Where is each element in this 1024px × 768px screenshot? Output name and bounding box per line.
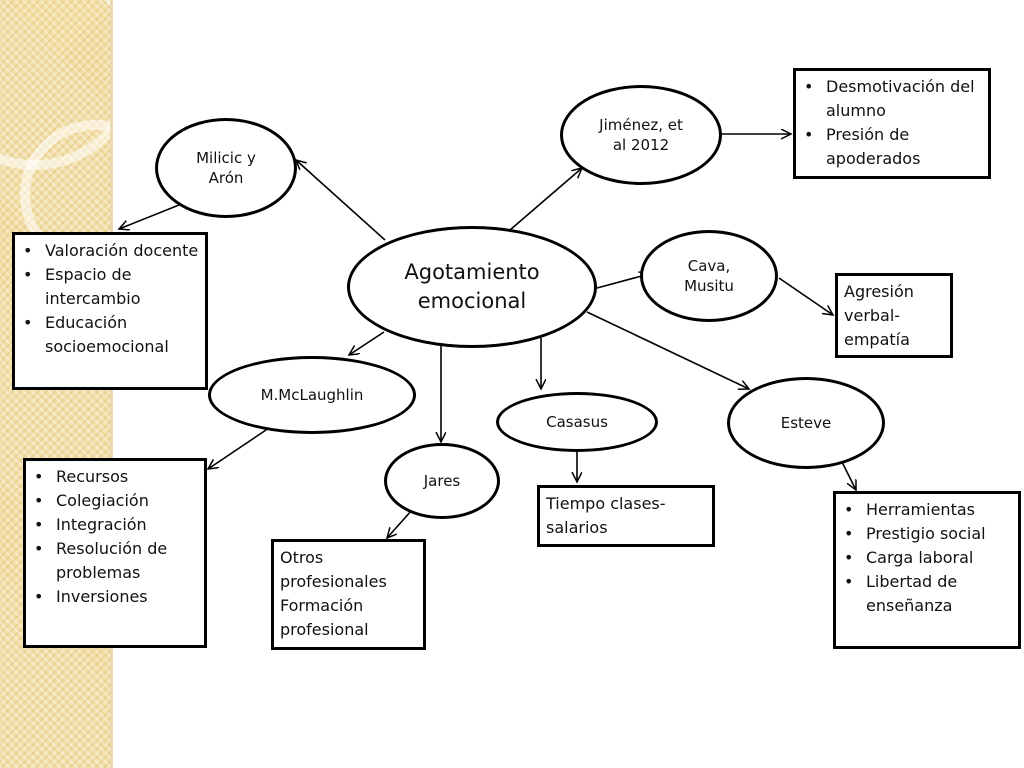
node-milicic: Milicic y Arón bbox=[155, 118, 297, 218]
arrow-esteve-to-box bbox=[840, 459, 856, 490]
arrow-center-to-mclaughlin bbox=[349, 331, 385, 355]
node-cava: Cava, Musitu bbox=[640, 230, 778, 322]
list-item: Valoración docente bbox=[21, 239, 199, 263]
box-jimenez: Desmotivación del alumno Presión de apod… bbox=[793, 68, 991, 179]
box-text: Otros profesionales Formación profesiona… bbox=[280, 548, 387, 639]
box-cava: Agresión verbal- empatía bbox=[835, 273, 953, 358]
node-mclaughlin: M.McLaughlin bbox=[208, 356, 416, 434]
list-item: Presión de apoderados bbox=[802, 123, 982, 171]
list-item: Espacio de intercambio bbox=[21, 263, 199, 311]
box-casasus: Tiempo clases- salarios bbox=[537, 485, 715, 547]
arrow-mclaughlin-to-box bbox=[208, 427, 270, 469]
node-jimenez: Jiménez, et al 2012 bbox=[560, 85, 722, 185]
list-item: Herramientas bbox=[842, 498, 1012, 522]
center-node: Agotamiento emocional bbox=[347, 226, 597, 348]
list-item: Carga laboral bbox=[842, 546, 1012, 570]
arrow-center-to-jimenez bbox=[509, 168, 582, 231]
list-item: Prestigio social bbox=[842, 522, 1012, 546]
list-item: Desmotivación del alumno bbox=[802, 75, 982, 123]
arrow-milicic-to-box bbox=[119, 202, 185, 229]
list-item: Inversiones bbox=[32, 585, 198, 609]
node-casasus: Casasus bbox=[496, 392, 658, 452]
list-item: Libertad de enseñanza bbox=[842, 570, 1012, 618]
box-text: Tiempo clases- salarios bbox=[546, 494, 666, 537]
box-mclaughlin: Recursos Colegiación Integración Resoluc… bbox=[23, 458, 207, 648]
arrow-center-to-esteve bbox=[586, 311, 749, 389]
box-jares: Otros profesionales Formación profesiona… bbox=[271, 539, 426, 650]
box-milicic: Valoración docente Espacio de intercambi… bbox=[12, 232, 208, 390]
list-item: Resolución de problemas bbox=[32, 537, 198, 585]
list-item: Colegiación bbox=[32, 489, 198, 513]
list-item: Recursos bbox=[32, 465, 198, 489]
box-text: Agresión verbal- empatía bbox=[844, 282, 914, 349]
arrow-center-to-milicic bbox=[296, 160, 386, 241]
node-esteve: Esteve bbox=[727, 377, 885, 469]
list-item: Educación socioemocional bbox=[21, 311, 199, 359]
box-esteve: Herramientas Prestigio social Carga labo… bbox=[833, 491, 1021, 649]
arrow-cava-to-box bbox=[778, 277, 833, 315]
list-item: Integración bbox=[32, 513, 198, 537]
node-jares: Jares bbox=[384, 443, 500, 519]
arrow-jares-to-box bbox=[387, 509, 413, 538]
